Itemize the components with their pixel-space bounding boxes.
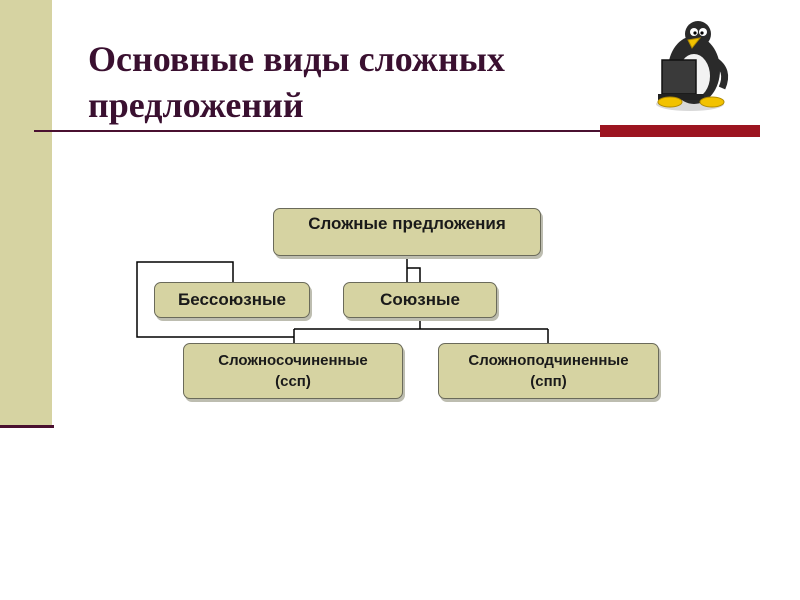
node-complex-subordinate-sentences: Сложноподчиненные (спп) [438,343,659,399]
node-conjunctive-label: Союзные [380,290,460,309]
node-subordinate-line2: (спп) [530,373,567,390]
penguin-with-laptop-icon [656,21,729,111]
node-complex-sentences-label: Сложные предложения [308,214,506,233]
slide-title-line1: Основные виды сложных [88,39,505,79]
node-asyndetic-label: Бессоюзные [178,290,286,309]
title-divider [34,130,760,132]
left-sidebar-bar [0,0,52,427]
node-subordinate-line1: Сложноподчиненные [468,352,629,369]
node-conjunctive: Союзные [343,282,497,318]
title-accent-bar [600,125,760,137]
slide-title: Основные виды сложных предложений [88,36,608,128]
node-complex-sentences: Сложные предложения [273,208,541,256]
connector-bess-loop [136,261,294,338]
node-asyndetic: Бессоюзные [154,282,310,318]
node-compound-sentences: Сложносочиненные (ссп) [183,343,403,399]
connector-root-soyuz-bracket [407,267,421,282]
node-compound-line1: Сложносочиненные [218,352,368,369]
slide-title-line2: предложений [88,85,304,125]
left-sidebar-underline [0,425,54,428]
node-compound-line2: (ссп) [275,373,311,390]
